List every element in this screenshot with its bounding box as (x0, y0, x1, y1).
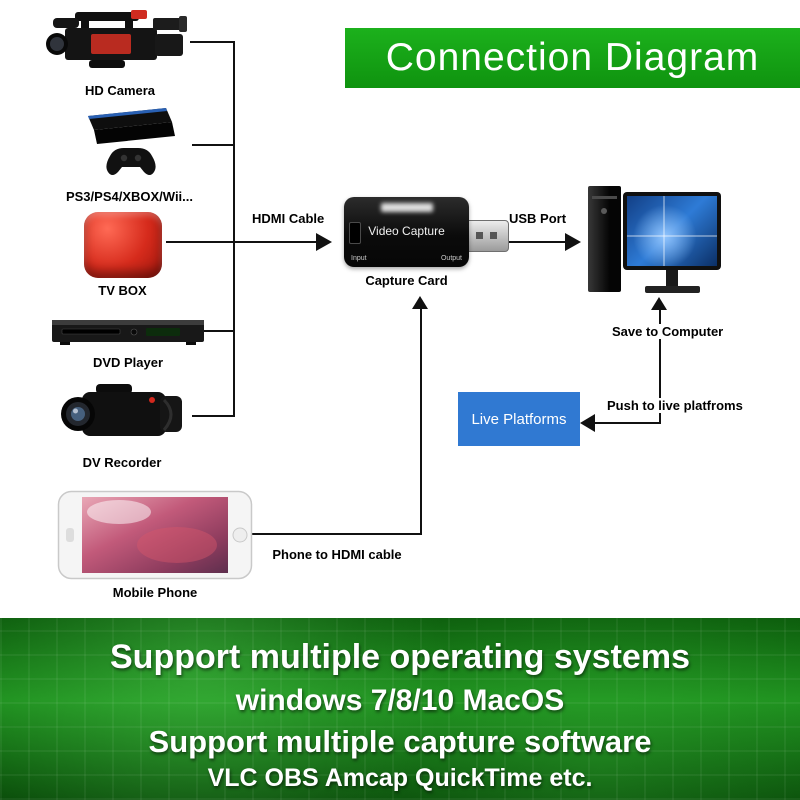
drive-bay (592, 196, 617, 199)
capture-card-title: Video Capture (368, 224, 445, 238)
footer-line-4: VLC OBS Amcap QuickTime etc. (207, 764, 593, 792)
line-phone-v (420, 309, 422, 535)
line-hdmi-main (166, 241, 318, 243)
device-mobile-phone: Mobile Phone (55, 490, 255, 600)
line-dv (192, 415, 234, 417)
live-platforms-label: Live Platforms (471, 410, 567, 428)
push-to-live-label: Push to live platfroms (604, 398, 746, 413)
line-save (659, 310, 661, 424)
save-to-computer-label: Save to Computer (609, 324, 727, 339)
usb-plug-icon (467, 220, 509, 252)
arrow-right-icon (316, 233, 332, 251)
line-console (192, 144, 234, 146)
device-hd-camera: HD Camera (42, 6, 198, 98)
device-label: HD Camera (84, 83, 156, 98)
live-platforms-box: Live Platforms (458, 392, 580, 446)
capture-card-caption: Capture Card (365, 273, 448, 288)
dv-recorder-icon (61, 384, 182, 436)
footer-line-3: Support multiple capture software (148, 724, 652, 759)
line-to-live (594, 422, 660, 424)
device-label: Mobile Phone (112, 585, 198, 600)
phone-to-hdmi-label: Phone to HDMI cable (272, 547, 402, 562)
page-title: Connection Diagram (385, 36, 760, 79)
arrow-up-icon (412, 296, 428, 309)
device-label: TV BOX (98, 283, 147, 298)
input-label: Input (351, 255, 367, 262)
title-banner: Connection Diagram (345, 28, 800, 88)
device-tv-box: TV BOX (60, 212, 185, 298)
line-dvd (200, 330, 234, 332)
capture-card: Video Capture Input Output (344, 197, 469, 267)
line-hd-camera (190, 41, 234, 43)
computer-monitor-icon (623, 192, 721, 270)
monitor-screen (627, 196, 717, 266)
dvd-player-icon (52, 320, 204, 345)
mobile-phone-icon (57, 490, 253, 580)
line-bus (233, 41, 235, 417)
capture-card-branding (380, 203, 433, 212)
computer-tower-icon (588, 186, 621, 292)
tv-box-icon (83, 212, 162, 278)
monitor-base (645, 286, 700, 293)
arrow-left-icon (580, 414, 595, 432)
device-game-console: PS3/PS4/XBOX/Wii... (62, 100, 197, 204)
game-console-icon (87, 108, 175, 175)
device-dv-recorder: DV Recorder (52, 380, 192, 470)
footer-line-1: Support multiple operating systems (110, 638, 690, 676)
hdmi-cable-label: HDMI Cable (252, 211, 325, 226)
footer-banner: Support multiple operating systems windo… (0, 618, 800, 800)
usb-hole (476, 232, 483, 239)
arrow-right-icon (565, 233, 581, 251)
device-label: DVD Player (92, 355, 164, 370)
device-label: PS3/PS4/XBOX/Wii... (65, 189, 194, 204)
usb-port-label: USB Port (509, 211, 567, 226)
device-label: DV Recorder (82, 455, 162, 470)
usb-hole (490, 232, 497, 239)
hd-camera-icon (46, 10, 187, 68)
hdmi-port-icon (349, 222, 361, 244)
monitor-stand (666, 270, 678, 286)
output-label: Output (440, 255, 462, 262)
line-usb (505, 241, 567, 243)
footer-line-2: windows 7/8/10 MacOS (235, 684, 565, 717)
line-phone-h (252, 533, 422, 535)
device-dvd-player: DVD Player (48, 312, 208, 370)
arrow-up-icon (651, 297, 667, 310)
power-button-icon (601, 208, 607, 214)
